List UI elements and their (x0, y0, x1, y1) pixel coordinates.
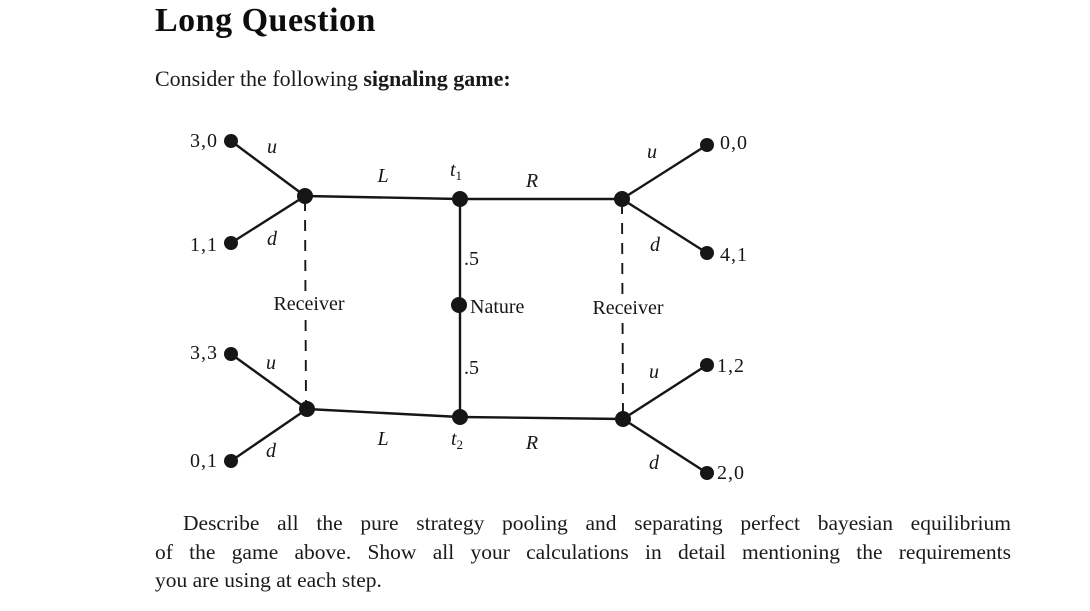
question-line-2: of the game above. Show all your calcula… (155, 539, 1011, 564)
payoff-bottom-right-u: 1,2 (717, 355, 745, 377)
action-label-bottom-left-d: d (266, 440, 276, 462)
type-label-t1: t1 (449, 159, 463, 183)
terminal-node-bottom-right-u (700, 358, 714, 372)
payoff-bottom-right-d: 2,0 (717, 462, 745, 484)
question-line-3: you are using at each step. (155, 568, 382, 592)
message-label-R-bottom: R (525, 432, 539, 454)
question-line-1: Describe all the pure strategy pooling a… (183, 511, 1011, 535)
action-label-bottom-left-u: u (266, 352, 276, 374)
terminal-node-bottom-left-d (224, 454, 238, 468)
action-label-top-left-u: u (267, 136, 277, 158)
terminal-node-top-left-d (224, 236, 238, 250)
action-label-bottom-right-u: u (649, 361, 659, 383)
message-label-L-bottom: L (377, 428, 389, 450)
receiver-node-top-left (297, 188, 313, 204)
terminal-node-bottom-right-d (700, 466, 714, 480)
type-label-t2: t2 (450, 428, 464, 452)
edge-bottom-right-d (621, 417, 709, 475)
edge-message-R-bottom (458, 415, 625, 421)
nature-label: Nature (470, 296, 525, 318)
edge-top-left-d (229, 194, 307, 245)
edge-bottom-left-d (229, 407, 309, 463)
type-t2-subscript: 2 (456, 437, 464, 452)
probability-label-top: .5 (464, 248, 479, 270)
message-label-L-top: L (377, 165, 389, 187)
edge-top-right-d (620, 197, 709, 255)
question-paragraph: Describe all the pure strategy pooling a… (155, 509, 1011, 595)
edge-bottom-right-u (621, 363, 709, 421)
page-title: Long Question (155, 2, 376, 39)
edge-top-left-u (229, 139, 307, 198)
payoff-top-left-d: 1,1 (190, 234, 218, 256)
sender-node-t2 (452, 409, 468, 425)
edge-top-right-u (620, 143, 709, 201)
receiver-node-bottom-right (615, 411, 631, 427)
receiver-node-bottom-left (299, 401, 315, 417)
type-t1-base: t (449, 159, 456, 181)
action-label-top-right-u: u (647, 141, 657, 163)
terminal-node-top-right-u (700, 138, 714, 152)
payoff-top-left-u: 3,0 (190, 130, 218, 152)
terminal-node-bottom-left-u (224, 347, 238, 361)
payoff-top-right-u: 0,0 (720, 132, 748, 154)
receiver-label-left: Receiver (271, 291, 347, 317)
receiver-label-right: Receiver (590, 295, 666, 321)
receiver-node-top-right (614, 191, 630, 207)
edge-bottom-left-u (229, 352, 309, 411)
terminal-node-top-left-u (224, 134, 238, 148)
message-label-R-top: R (525, 170, 539, 192)
terminal-node-top-right-d (700, 246, 714, 260)
intro-regular-text: Consider the following (155, 66, 364, 91)
edge-message-L-top (303, 194, 462, 201)
edge-message-L-bottom (305, 407, 462, 419)
nature-node (451, 297, 467, 313)
sender-node-t1 (452, 191, 468, 207)
type-t1-subscript: 1 (455, 168, 463, 183)
action-label-bottom-right-d: d (649, 452, 659, 474)
probability-label-bottom: .5 (464, 357, 479, 379)
payoff-bottom-left-d: 0,1 (190, 450, 218, 472)
payoff-bottom-left-u: 3,3 (190, 342, 218, 364)
intro-bold-text: signaling game: (363, 66, 511, 91)
action-label-top-right-d: d (650, 234, 660, 256)
intro-text: Consider the following signaling game: (155, 66, 511, 92)
payoff-top-right-d: 4,1 (720, 244, 748, 266)
type-t2-base: t (450, 428, 457, 450)
action-label-top-left-d: d (267, 228, 277, 250)
